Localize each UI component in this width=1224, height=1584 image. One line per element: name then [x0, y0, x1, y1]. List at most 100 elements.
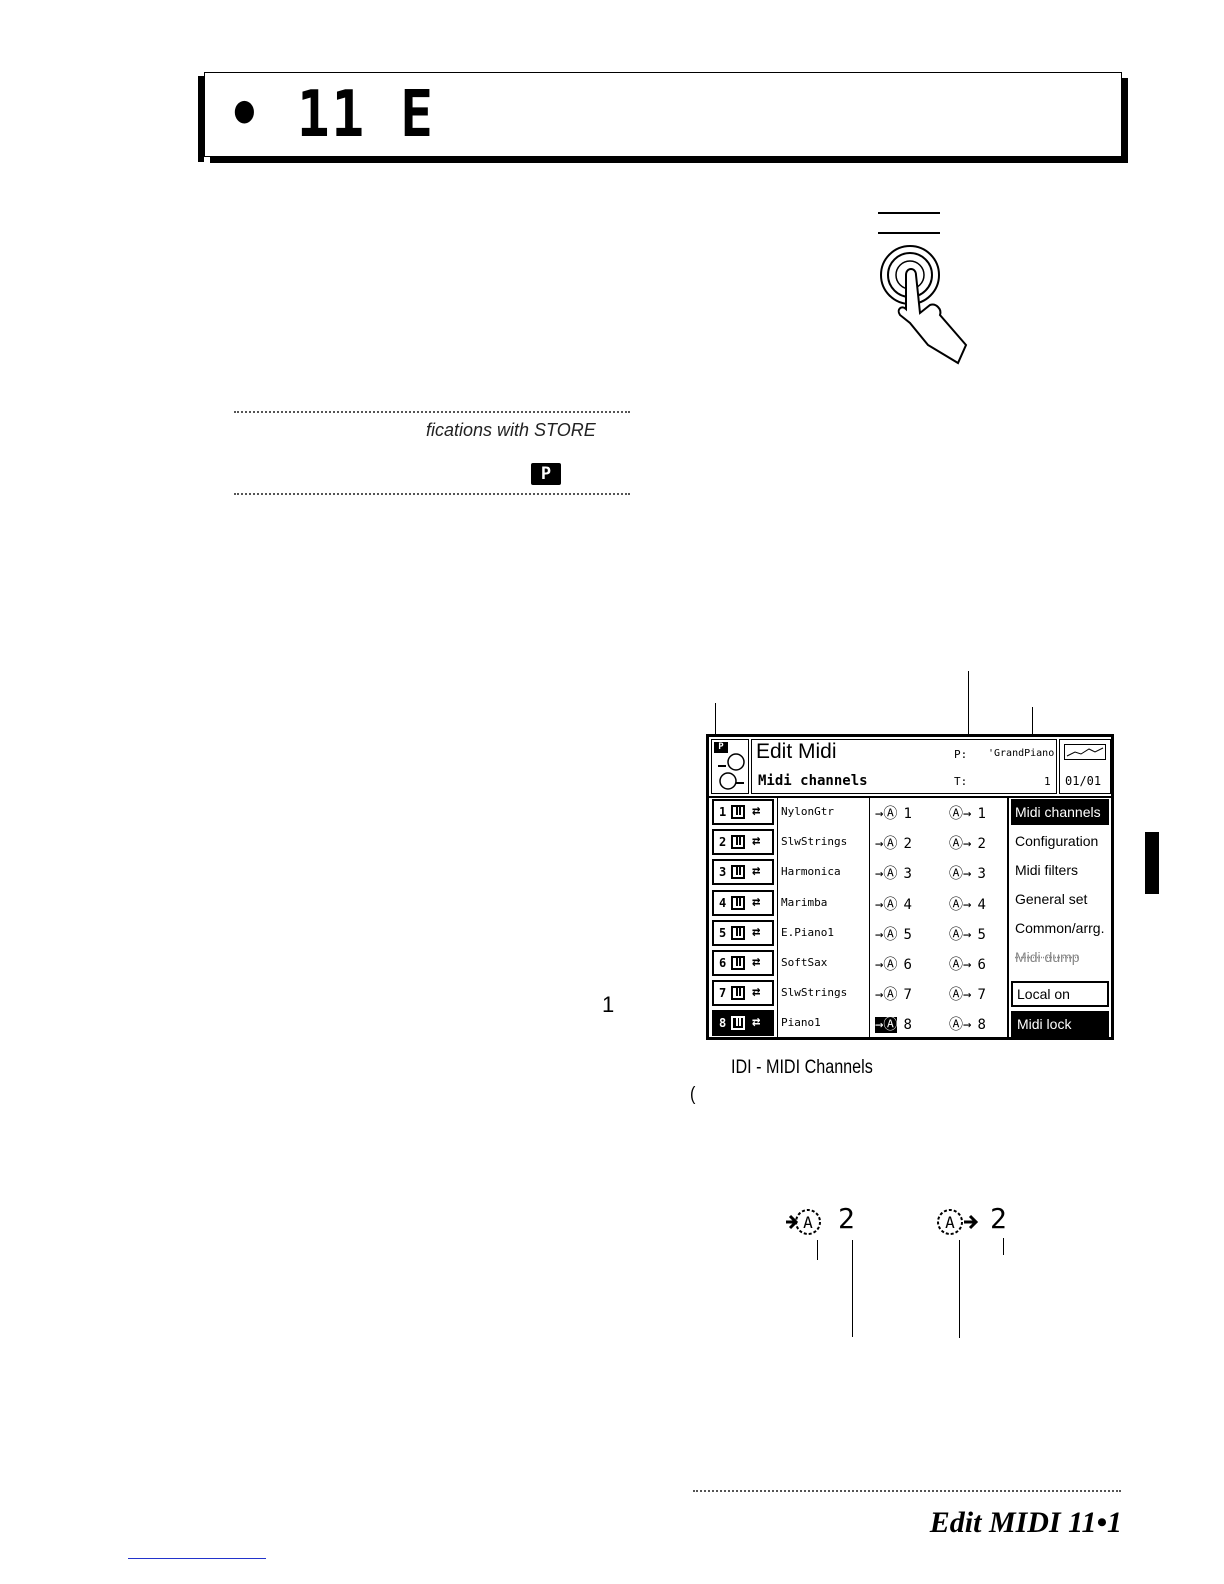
midi-out-channel[interactable]: Ⓐ→5	[949, 924, 986, 944]
menu-item[interactable]: Configuration	[1015, 833, 1099, 849]
midi-out-channel[interactable]: Ⓐ→ 8	[949, 1014, 986, 1034]
midi-out-icon: Ⓐ→	[949, 987, 972, 1004]
track-button[interactable]: 1⇄	[712, 799, 774, 825]
track-number: 6	[719, 956, 727, 970]
column-separator	[777, 797, 778, 1037]
track-button[interactable]: 7⇄	[712, 980, 774, 1007]
track-button[interactable]: 3⇄	[712, 859, 774, 886]
page-number: 01/01	[1065, 774, 1102, 788]
column-separator	[1007, 797, 1009, 1037]
midi-out-channel-value: 2	[977, 836, 986, 853]
track-number: 5	[719, 925, 727, 940]
midi-out-channel-value: 8	[977, 1017, 986, 1034]
track-button[interactable]: 4⇄	[712, 889, 774, 916]
midi-out-channel-value: 7	[977, 987, 986, 1004]
midi-out-channel[interactable]: Ⓐ→ 3	[949, 863, 986, 883]
midi-routing-icon: ⇄	[752, 984, 761, 1001]
menu-item[interactable]: General set	[1015, 891, 1088, 907]
menu-item[interactable]: Midi filters	[1015, 862, 1079, 878]
callout-line-performance	[968, 671, 969, 752]
track-number: 3	[719, 865, 727, 880]
midi-in-channel-value: 6	[903, 957, 912, 973]
track-number: 7	[719, 986, 727, 1001]
p-badge-icon: P	[531, 463, 561, 485]
midi-out-channel[interactable]: Ⓐ→2	[949, 833, 986, 853]
midi-lock-button[interactable]: Midi lock	[1011, 1011, 1109, 1037]
midi-out-icon: Ⓐ→	[949, 926, 972, 943]
midi-out-channel-value: 6	[977, 957, 986, 973]
track-button[interactable]: 8⇄	[712, 1010, 774, 1037]
track-button[interactable]: 6⇄	[712, 950, 774, 976]
p-mode-badge: P	[714, 742, 728, 753]
midi-in-icon: →Ⓐ	[875, 926, 898, 943]
midi-out-channel-number: 2	[990, 1202, 1007, 1235]
chapter-side-tab	[1145, 832, 1159, 894]
midi-in-icon: →Ⓐ	[875, 806, 898, 822]
screen-subtitle: Midi channels	[758, 773, 868, 789]
midi-out-icon: Ⓐ→	[949, 866, 972, 883]
menu-item[interactable]: Midi dump	[1015, 949, 1080, 965]
midi-out-channel[interactable]: Ⓐ→1	[949, 803, 986, 823]
note-rule-bottom	[234, 493, 630, 495]
performance-label: P:	[954, 748, 968, 761]
screen-divider	[709, 796, 1111, 798]
midi-in-channel-value: 8	[903, 1017, 912, 1034]
midi-in-channel[interactable]: →Ⓐ 3	[875, 863, 912, 883]
button-press-illustration	[878, 212, 968, 365]
midi-out-channel[interactable]: Ⓐ→ 6	[949, 954, 986, 974]
midi-routing-icon: ⇄	[752, 923, 761, 940]
midi-in-channel[interactable]: →Ⓐ 1	[875, 803, 912, 823]
midi-in-channel-value: 3	[903, 866, 912, 883]
figure-caption-2: (	[690, 1084, 696, 1105]
callout-line-out-icon	[959, 1240, 960, 1338]
track-sound-name: Piano1	[781, 1016, 821, 1030]
midi-out-channel-icon: A	[937, 1209, 979, 1235]
midi-routing-icon: ⇄	[752, 1014, 761, 1031]
midi-out-icon: Ⓐ→	[949, 806, 972, 822]
midi-in-channel-value: 1	[903, 806, 912, 822]
screen-title: Edit Midi	[756, 740, 837, 763]
menu-item[interactable]: Midi channels	[1011, 799, 1109, 825]
chapter-title: • 11 E	[228, 78, 435, 152]
midi-out-channel[interactable]: Ⓐ→4	[949, 894, 986, 914]
midi-out-channel-value: 3	[977, 866, 986, 883]
keyboard-icon	[731, 925, 745, 940]
local-on-button[interactable]: Local on	[1011, 981, 1109, 1007]
midi-out-icon: Ⓐ→	[949, 957, 972, 973]
track-button[interactable]: 2⇄	[712, 829, 774, 856]
menu-item[interactable]: Common/arrg.	[1015, 920, 1105, 936]
midi-out-channel[interactable]: Ⓐ→ 7	[949, 984, 986, 1004]
keyboard-icon	[731, 805, 745, 819]
midi-in-channel-value: 2	[903, 836, 912, 853]
midi-port-icon	[718, 753, 745, 790]
performance-name: 'GrandPiano	[988, 748, 1055, 759]
midi-routing-icon: ⇄	[752, 863, 761, 880]
keyboard-icon	[731, 986, 745, 1001]
midi-in-channel-value: 7	[903, 987, 912, 1004]
midi-routing-icon: ⇄	[752, 893, 761, 910]
keyboard-icon	[731, 1016, 745, 1031]
track-number: 2	[719, 835, 727, 850]
track-button[interactable]: 5⇄	[712, 919, 774, 946]
callout-line-in-icon	[817, 1240, 818, 1260]
footer-link-underline	[128, 1558, 266, 1559]
chapter-rule	[198, 76, 204, 162]
track-sound-name: E.Piano1	[781, 925, 834, 939]
waveform-icon	[1064, 744, 1106, 760]
screen-title-box: Edit Midi Midi channels P: 'GrandPiano T…	[751, 739, 1057, 794]
midi-in-icon: →Ⓐ	[875, 866, 898, 883]
svg-text:A: A	[803, 1213, 813, 1232]
keyboard-icon	[731, 835, 745, 850]
midi-routing-icon: ⇄	[752, 833, 761, 850]
track-sound-name: Harmonica	[781, 865, 841, 879]
midi-out-icon: Ⓐ→	[949, 896, 972, 913]
midi-in-icon: →Ⓐ	[875, 896, 898, 913]
keyboard-icon	[731, 956, 745, 970]
midi-out-icon: Ⓐ→	[949, 1017, 972, 1034]
